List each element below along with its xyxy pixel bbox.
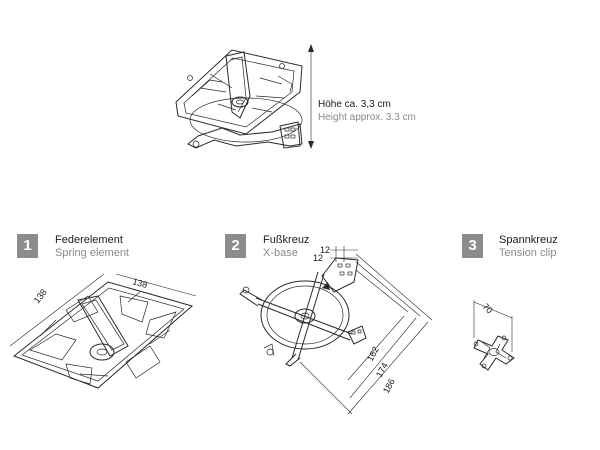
spring-element-drawing: [9, 273, 197, 389]
assembly-drawing: [175, 44, 314, 149]
item-title-en: X-base: [263, 247, 298, 259]
item-title-de: Fußkreuz: [263, 234, 310, 246]
tension-clip-drawing: [473, 300, 515, 371]
item-number-badge: 3: [462, 234, 483, 258]
height-label-de: Höhe ca. 3,3 cm: [318, 99, 391, 110]
x-base-drawing: [239, 246, 433, 415]
item-title-de: Spannkreuz: [499, 234, 558, 246]
item-title-en: Spring element: [55, 247, 129, 259]
item-number-badge: 2: [225, 234, 246, 258]
height-label-en: Height approx. 3.3 cm: [318, 112, 416, 123]
item-title-de: Federelement: [55, 234, 123, 246]
item-number-badge: 1: [17, 234, 38, 258]
item-title-en: Tension clip: [499, 247, 557, 259]
